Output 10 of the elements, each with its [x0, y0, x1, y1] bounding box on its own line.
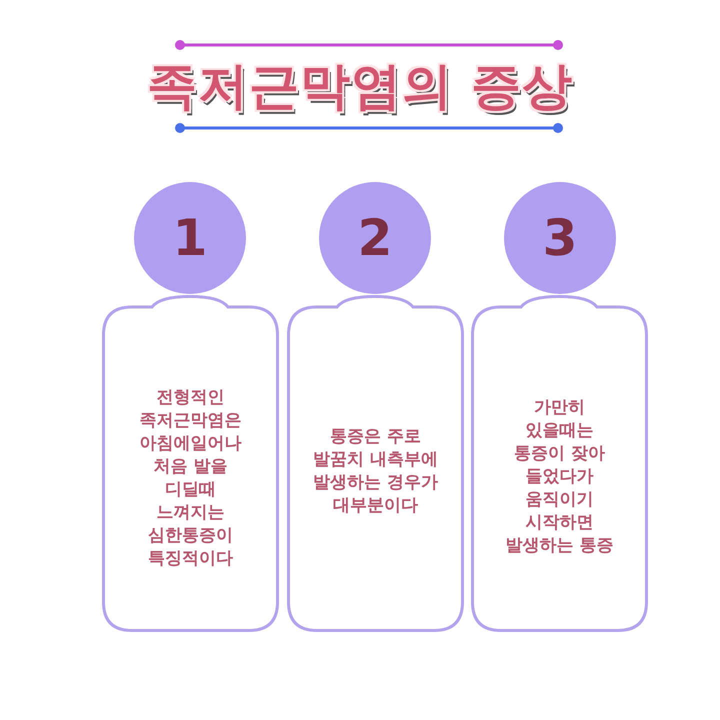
text-card [287, 295, 464, 632]
card-text: 전형적인 족저근막염은 아침에일어나 처음 발을 디딜때 느껴지는 심한통증이 특징적이다 [138, 386, 242, 570]
title: 족저근막염의 증상 [146, 56, 574, 116]
card-text: 통증은 주로 발꿈치 내측부에 발생하는 경우가 대부분이다 [312, 424, 439, 517]
text-card [102, 295, 279, 632]
text-card [471, 295, 648, 632]
number-circle: 3 [504, 182, 616, 294]
card-text: 가만히 있을때는 통증이 잦아 들었다가 움직이기 시작하면 발생하는 통증 [504, 396, 614, 557]
number-circle: 1 [134, 182, 246, 294]
number-circle: 2 [319, 182, 431, 294]
